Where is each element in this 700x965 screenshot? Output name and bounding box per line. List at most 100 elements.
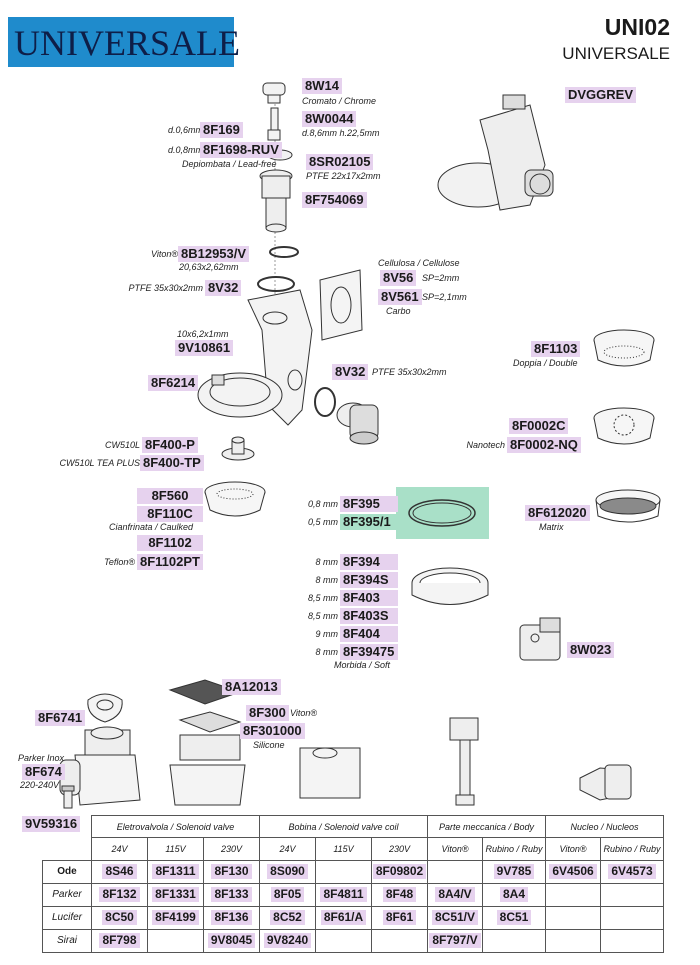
code-8f400-tp[interactable]: 8F400-TP <box>140 455 204 471</box>
table-cell-code[interactable]: 6V4573 <box>608 864 656 879</box>
solenoid-body-drawing <box>168 679 246 806</box>
valve-body-drawing <box>449 717 479 806</box>
code-8b12953-v[interactable]: 8B12953/V <box>178 246 250 262</box>
code-8f169[interactable]: 8F169 <box>200 122 243 138</box>
table-cell-code[interactable]: 8F130 <box>211 864 252 879</box>
table-cell-code[interactable]: 9V785 <box>493 864 535 879</box>
pre-8f400-p: CW510L <box>104 440 140 450</box>
table-cell-code[interactable]: 8F4811 <box>320 887 367 902</box>
table-cell-code[interactable]: 8A4 <box>499 887 528 902</box>
table-cell-code[interactable]: 8C51 <box>496 910 532 925</box>
row-label: Lucifer <box>42 905 92 930</box>
table-cell-code[interactable]: 8F1331 <box>152 887 199 902</box>
code-8f754069[interactable]: 8F754069 <box>302 192 367 208</box>
code-8f395[interactable]: 8F395 <box>340 496 398 512</box>
group-nucleos: Nucleo / Nucleos <box>545 815 664 838</box>
table-cell-code[interactable]: 8S46 <box>102 864 137 879</box>
table-cell-code[interactable]: 9V8045 <box>207 933 256 948</box>
connector-drawing <box>519 617 561 661</box>
code-8f404[interactable]: 8F404 <box>340 626 398 642</box>
code-8f6741[interactable]: 8F6741 <box>35 710 86 726</box>
o-ring-drawing <box>269 246 299 258</box>
table-cell-code[interactable]: 8F48 <box>382 887 417 902</box>
sub-header: 115V <box>315 837 372 861</box>
sub-header: 230V <box>371 837 428 861</box>
filter-double-drawing <box>593 329 655 367</box>
pre-8f395: 0,8 mm <box>307 499 338 509</box>
table-cell-code[interactable]: 8C52 <box>270 910 305 925</box>
code-8f612020[interactable]: 8F612020 <box>525 505 590 521</box>
side-gasket-drawing <box>314 387 336 417</box>
pre-8b12953: Viton® <box>151 249 178 259</box>
code-8f560[interactable]: 8F560 <box>137 488 203 504</box>
code-8f394[interactable]: 8F394 <box>340 554 398 570</box>
code-8f1698-ruv[interactable]: 8F1698-RUV <box>200 142 282 158</box>
note-8f301000: Silicone <box>253 740 285 750</box>
pre-8f395-1: 0,5 mm <box>307 517 338 527</box>
code-8f300[interactable]: 8F300 <box>246 705 289 721</box>
brand-logo-text: UNIVERSALE <box>14 23 240 63</box>
code-8v561[interactable]: 8V561 <box>378 289 422 305</box>
table-cell-code[interactable]: 8C50 <box>102 910 137 925</box>
code-8v32-side[interactable]: 8V32 <box>332 364 369 380</box>
code-8f395-1[interactable]: 8F395/1 <box>340 514 398 530</box>
code-8f1103[interactable]: 8F1103 <box>531 341 581 357</box>
code-8a12013[interactable]: 8A12013 <box>222 679 281 695</box>
code-8v32-top[interactable]: 8V32 <box>205 280 242 296</box>
table-cell-code[interactable]: 8S090 <box>267 864 308 879</box>
code-8f1102[interactable]: 8F1102 <box>137 535 203 551</box>
pre-8f403: 8,5 mm <box>307 593 338 603</box>
table-cell-code[interactable]: 8C51/V <box>431 910 479 925</box>
table-cell-code[interactable]: 8F61/A <box>320 910 367 925</box>
coil-drawing <box>299 747 361 799</box>
code-8w023[interactable]: 8W023 <box>567 642 615 658</box>
table-cell-code[interactable]: 8F4199 <box>152 910 199 925</box>
table-cell-code[interactable]: 8F798 <box>99 933 140 948</box>
code-8f403[interactable]: 8F403 <box>340 590 398 606</box>
code-8f674[interactable]: 8F674 <box>22 764 65 780</box>
code-9v10861[interactable]: 9V10861 <box>175 340 234 356</box>
row-label: Ode <box>42 859 92 884</box>
group-gasket-drawing <box>411 567 489 605</box>
code-8f1102pt[interactable]: 8F1102PT <box>137 554 203 570</box>
note-8f110c: Cianfrinata / Caulked <box>109 522 194 532</box>
bolt-drawing <box>61 785 75 809</box>
code-8f6214[interactable]: 8F6214 <box>148 375 199 391</box>
jet-drawing <box>267 129 281 141</box>
code-8f110c[interactable]: 8F110C <box>137 506 203 522</box>
table-row: Lucifer 8C50 8F4199 8F136 8C52 8F61/A 8F… <box>42 905 664 930</box>
solenoid-gasket-drawing <box>87 693 123 723</box>
table-cell-code[interactable]: 6V4506 <box>549 864 597 879</box>
sub-header: Rubino / Ruby <box>482 837 546 861</box>
pre-8f394s: 8 mm <box>315 575 339 585</box>
code-8w14[interactable]: 8W14 <box>302 78 342 94</box>
code-9v59316[interactable]: 9V59316 <box>22 816 81 832</box>
code-8f0002c[interactable]: 8F0002C <box>509 418 569 434</box>
code-8w0044[interactable]: 8W0044 <box>302 111 357 127</box>
table-cell-code[interactable]: 8F61 <box>382 910 417 925</box>
table-cell-code[interactable]: 8F133 <box>211 887 252 902</box>
table-cell-code[interactable]: 8F132 <box>99 887 140 902</box>
code-8f394s[interactable]: 8F394S <box>340 572 398 588</box>
table-cell-code[interactable]: 8F797/V <box>429 933 481 948</box>
code-8v56[interactable]: 8V56 <box>380 270 417 286</box>
pre-8f1698: d.0,8mm <box>167 145 203 155</box>
code-8f39475[interactable]: 8F39475 <box>340 644 398 660</box>
code-8f0002-nq[interactable]: 8F0002-NQ <box>507 437 581 453</box>
code-8f403s[interactable]: 8F403S <box>340 608 398 624</box>
model-title: UNI02 <box>604 14 670 40</box>
table-cell-code[interactable]: 8A4/V <box>435 887 475 902</box>
note-8f39475: Morbida / Soft <box>334 660 391 670</box>
table-cell-code[interactable]: 8F136 <box>211 910 252 925</box>
table-cell-code[interactable]: 9V8240 <box>263 933 312 948</box>
code-8sr02105[interactable]: 8SR02105 <box>306 154 374 170</box>
table-cell-code[interactable]: 8F09802 <box>372 864 427 879</box>
code-dvggrev[interactable]: DVGGREV <box>565 87 637 103</box>
row-label: Sirai <box>42 928 92 953</box>
table-cell-code[interactable]: 8F1311 <box>152 864 199 879</box>
pre-8f169: d.0,6mm <box>167 125 203 135</box>
code-8f301000[interactable]: 8F301000 <box>240 723 305 739</box>
code-8f400-p[interactable]: 8F400-P <box>142 437 198 453</box>
table-cell-code[interactable]: 8F05 <box>270 887 305 902</box>
